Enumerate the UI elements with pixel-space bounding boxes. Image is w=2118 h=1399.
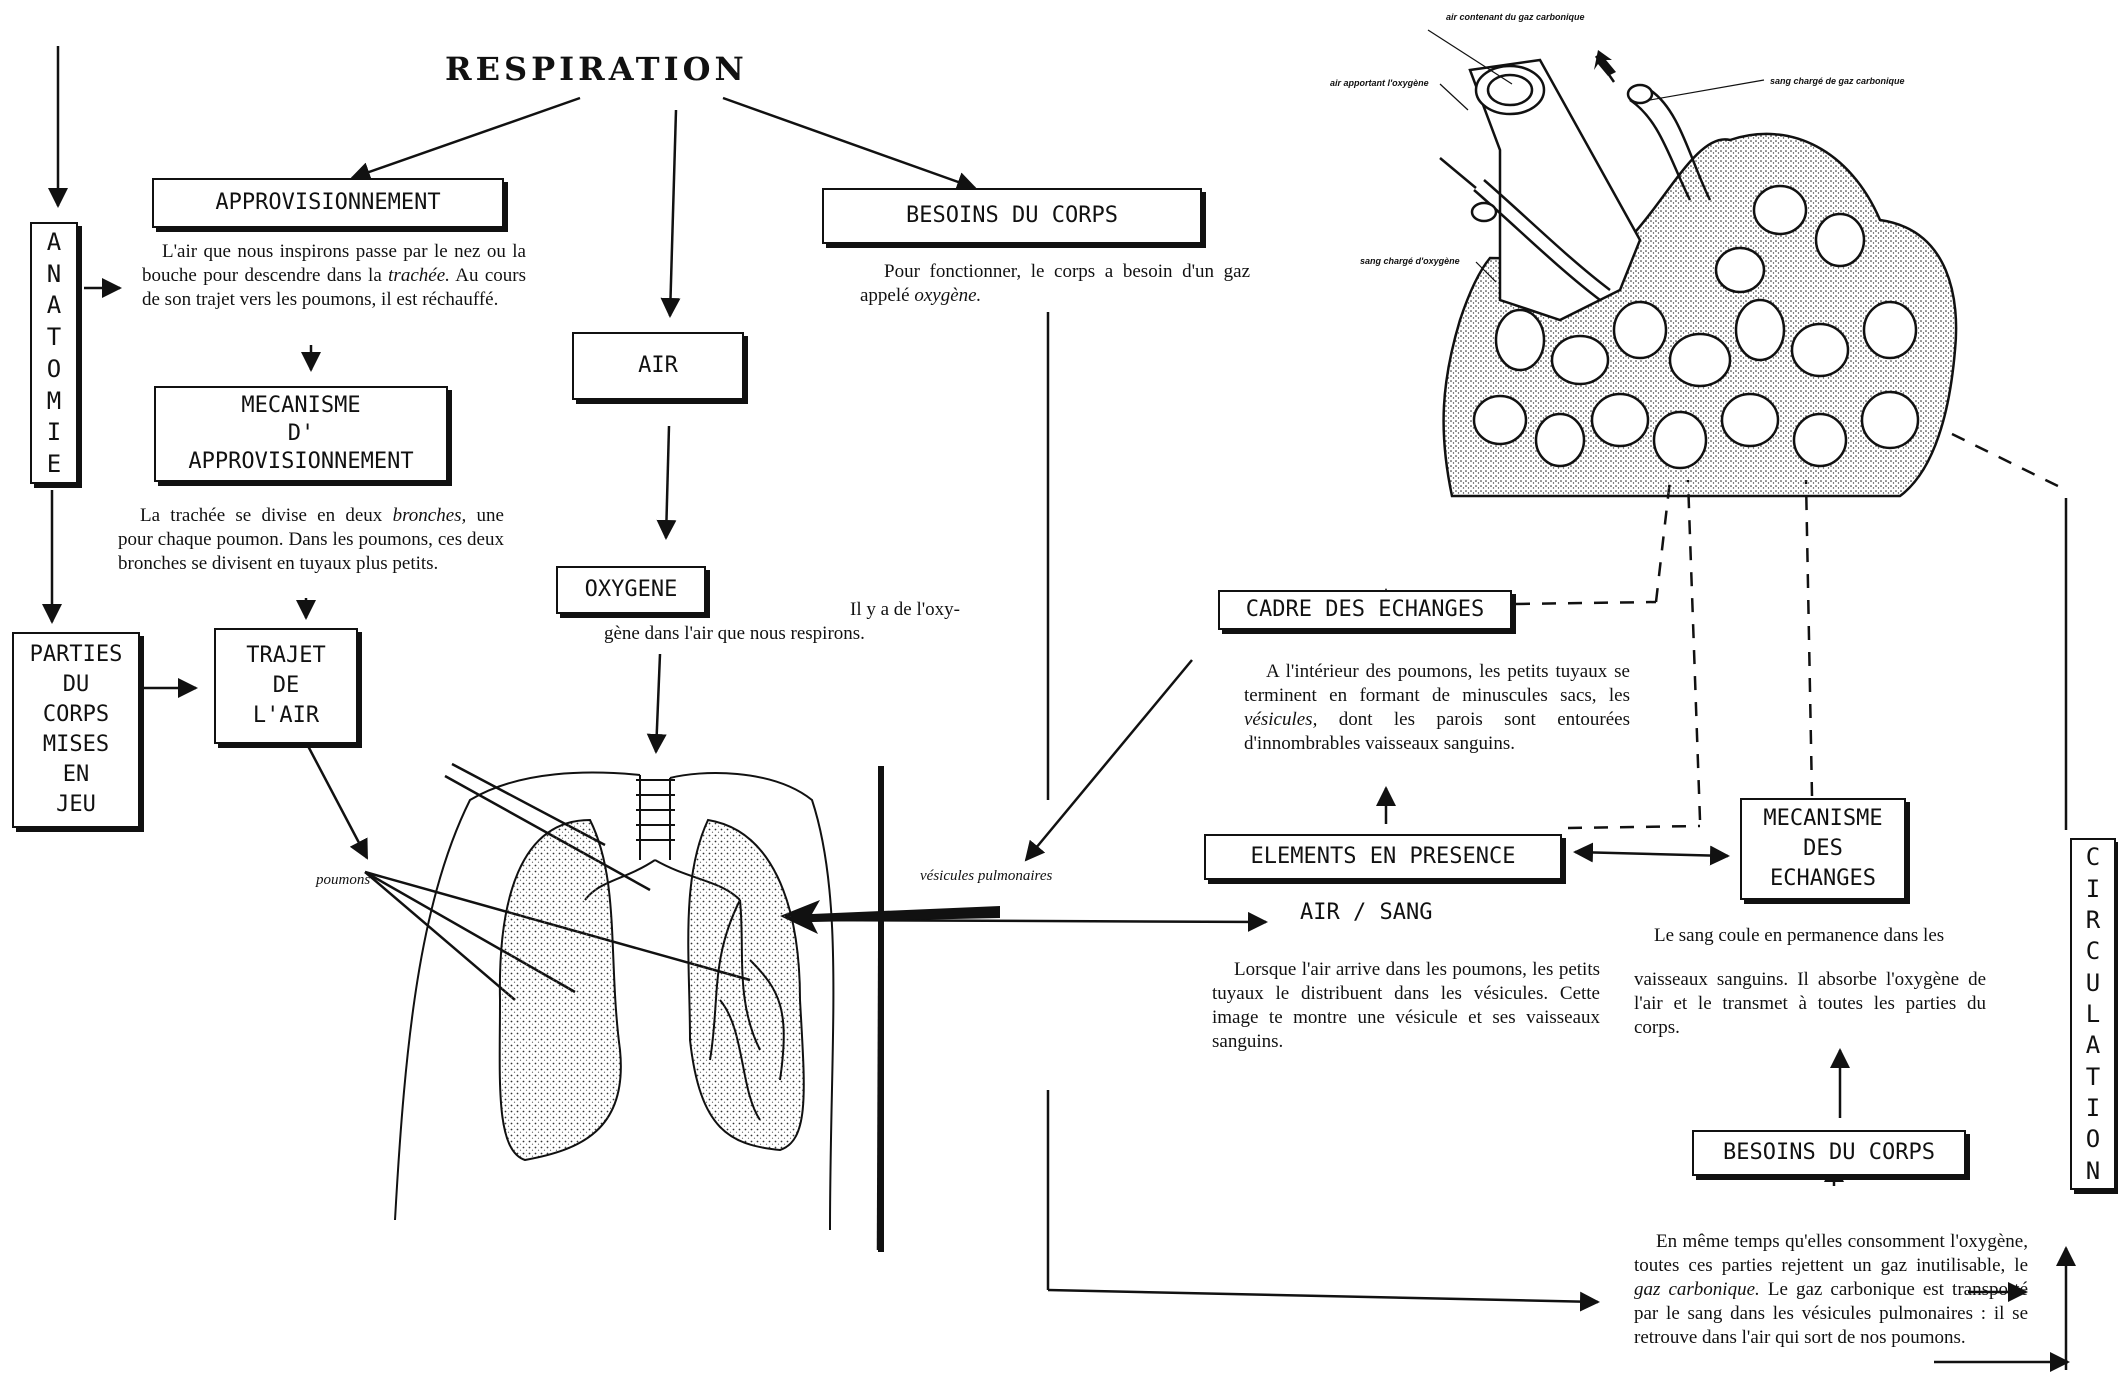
- mecanisme-approvisionnement-box: MECANISME D' APPROVISIONNEMENT: [154, 386, 448, 482]
- circulation-letter: I: [2086, 1094, 2100, 1122]
- circulation-letter: C: [2086, 937, 2100, 965]
- air-gaz-carbonique-label: air contenant du gaz carbonique: [1446, 12, 1585, 22]
- mecanisme-des-echanges-box: MECANISME DES ECHANGES: [1740, 798, 1906, 900]
- approvisionnement-box: APPROVISIONNEMENT: [152, 178, 504, 228]
- anatomie-letter: E: [47, 450, 61, 478]
- oxygene-text-line1: Il y a de l'oxy-: [850, 598, 960, 622]
- circulation-letter: C: [2086, 843, 2100, 871]
- air-out-arrow: [1594, 50, 1616, 76]
- besoins-corps-text: Pour fonctionner, le corps a besoin d'un…: [860, 260, 1250, 308]
- vesicules-pulmonaires-label: vésicules pulmonaires: [920, 868, 1052, 885]
- cadre-des-echanges-box: CADRE DES ECHANGES: [1218, 590, 1512, 630]
- vesicle-illustration: [1440, 56, 1956, 496]
- approvisionnement-text: L'air que nous inspirons passe par le ne…: [142, 240, 526, 312]
- anatomie-letter: A: [47, 291, 61, 319]
- air-sang-label: AIR / SANG: [1300, 900, 1432, 925]
- torso-lungs-illustration: [395, 773, 833, 1230]
- cadre-des-echanges-text: A l'intérieur des poumons, les petits tu…: [1244, 660, 1630, 756]
- elements-en-presence-box: ELEMENTS EN PRESENCE: [1204, 834, 1562, 880]
- sang-gaz-carbonique-label: sang chargé de gaz carbonique: [1770, 76, 1905, 86]
- circulation-letter: I: [2086, 875, 2100, 903]
- anatomie-letter: O: [47, 355, 61, 383]
- besoins-du-corps-bottom-box: BESOINS DU CORPS: [1692, 1130, 1966, 1176]
- anatomie-letter: I: [47, 418, 61, 446]
- circulation-letter: T: [2086, 1063, 2100, 1091]
- mecanisme-approvisionnement-text: La trachée se divise en deux bronches, u…: [118, 504, 504, 576]
- circulation-letter: A: [2086, 1031, 2100, 1059]
- gaz-carbonique-text: En même temps qu'elles consomment l'oxyg…: [1634, 1230, 2028, 1350]
- oxygene-box: OXYGENE: [556, 566, 706, 614]
- anatomie-letter: A: [47, 228, 61, 256]
- anatomie-letter: M: [47, 387, 61, 415]
- air-oxygene-label: air apportant l'oxygène: [1330, 78, 1429, 88]
- besoins-du-corps-top-box: BESOINS DU CORPS: [822, 188, 1202, 244]
- circulation-letter: N: [2086, 1157, 2100, 1185]
- parties-du-corps-box: PARTIES DU CORPS MISES EN JEU: [12, 632, 140, 828]
- anatomie-letter: T: [47, 323, 61, 351]
- circulation-text: vaisseaux sanguins. Il absorbe l'oxygène…: [1634, 968, 1986, 1040]
- circulation-letter: L: [2086, 1000, 2100, 1028]
- oxygene-text-line2: gène dans l'air que nous respirons.: [604, 622, 865, 646]
- circulation-letter: U: [2086, 969, 2100, 997]
- anatomie-letter: N: [47, 260, 61, 288]
- poumons-label: poumons: [316, 872, 370, 889]
- trajet-de-l-air-box: TRAJET DE L'AIR: [214, 628, 358, 744]
- circulation-letter: O: [2086, 1125, 2100, 1153]
- circulation-text-line1: Le sang coule en permanence dans les: [1654, 924, 1944, 948]
- elements-en-presence-text: Lorsque l'air arrive dans les poumons, l…: [1212, 958, 1600, 1054]
- sang-oxygene-label: sang chargé d'oxygène: [1360, 256, 1460, 266]
- air-box: AIR: [572, 332, 744, 400]
- circulation-letter: R: [2086, 906, 2100, 934]
- diagram-title: RESPIRATION: [445, 50, 748, 88]
- vesicule-pointer-arrow: [780, 900, 1000, 934]
